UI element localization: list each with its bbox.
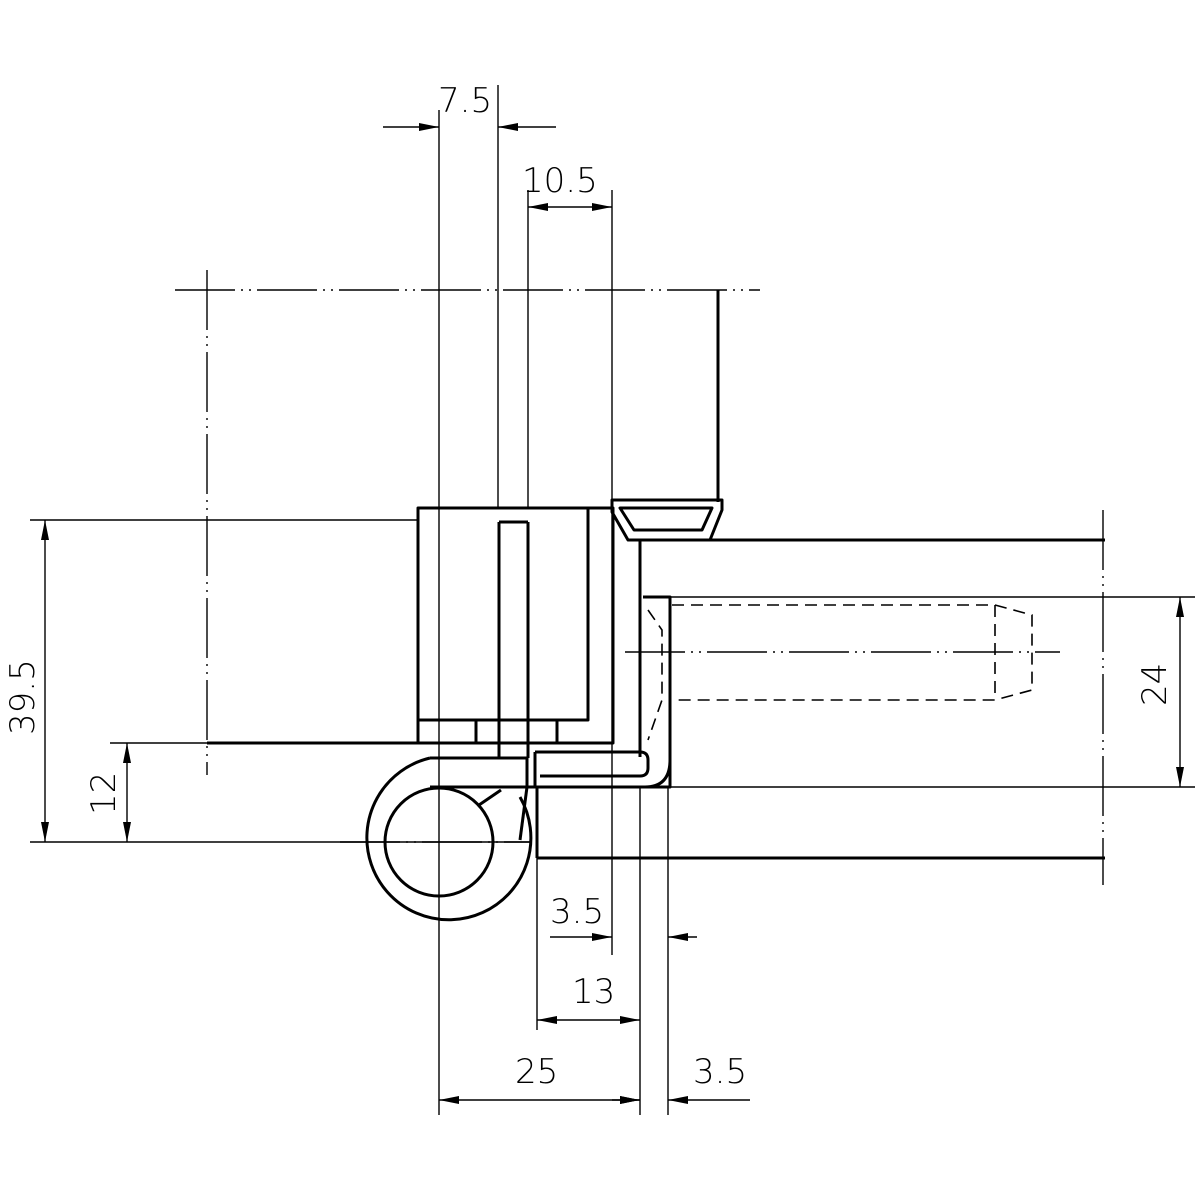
hinge-knuckle — [365, 595, 672, 922]
extension-lines — [30, 85, 1195, 1115]
dimension-3-5-upper: 3.5 — [550, 892, 697, 941]
dim-label-3-5-upper: 3.5 — [550, 892, 604, 932]
dimension-10-5: 10.5 — [522, 161, 612, 211]
door-frame — [535, 290, 1105, 860]
dim-label-25: 25 — [515, 1052, 558, 1092]
dimension-7-5: 7.5 — [383, 81, 556, 131]
dim-label-3-5-lower: 3.5 — [693, 1052, 747, 1092]
dimension-13: 13 — [537, 972, 640, 1024]
dimension-12: 12 — [84, 743, 131, 842]
hinge-body — [207, 506, 615, 758]
dimension-3-5-lower: 3.5 — [612, 1052, 750, 1104]
dim-label-13: 13 — [572, 972, 615, 1012]
dim-label-10-5: 10.5 — [522, 161, 598, 201]
dim-label-39-5: 39.5 — [3, 659, 43, 735]
dimension-24: 24 — [1135, 597, 1184, 787]
dimension-25: 25 — [439, 1052, 640, 1104]
dim-label-7-5: 7.5 — [438, 81, 492, 121]
dimension-39-5: 39.5 — [3, 520, 49, 842]
screw-hidden — [647, 604, 1033, 741]
dim-label-24: 24 — [1135, 663, 1175, 706]
dim-label-12: 12 — [84, 772, 124, 815]
